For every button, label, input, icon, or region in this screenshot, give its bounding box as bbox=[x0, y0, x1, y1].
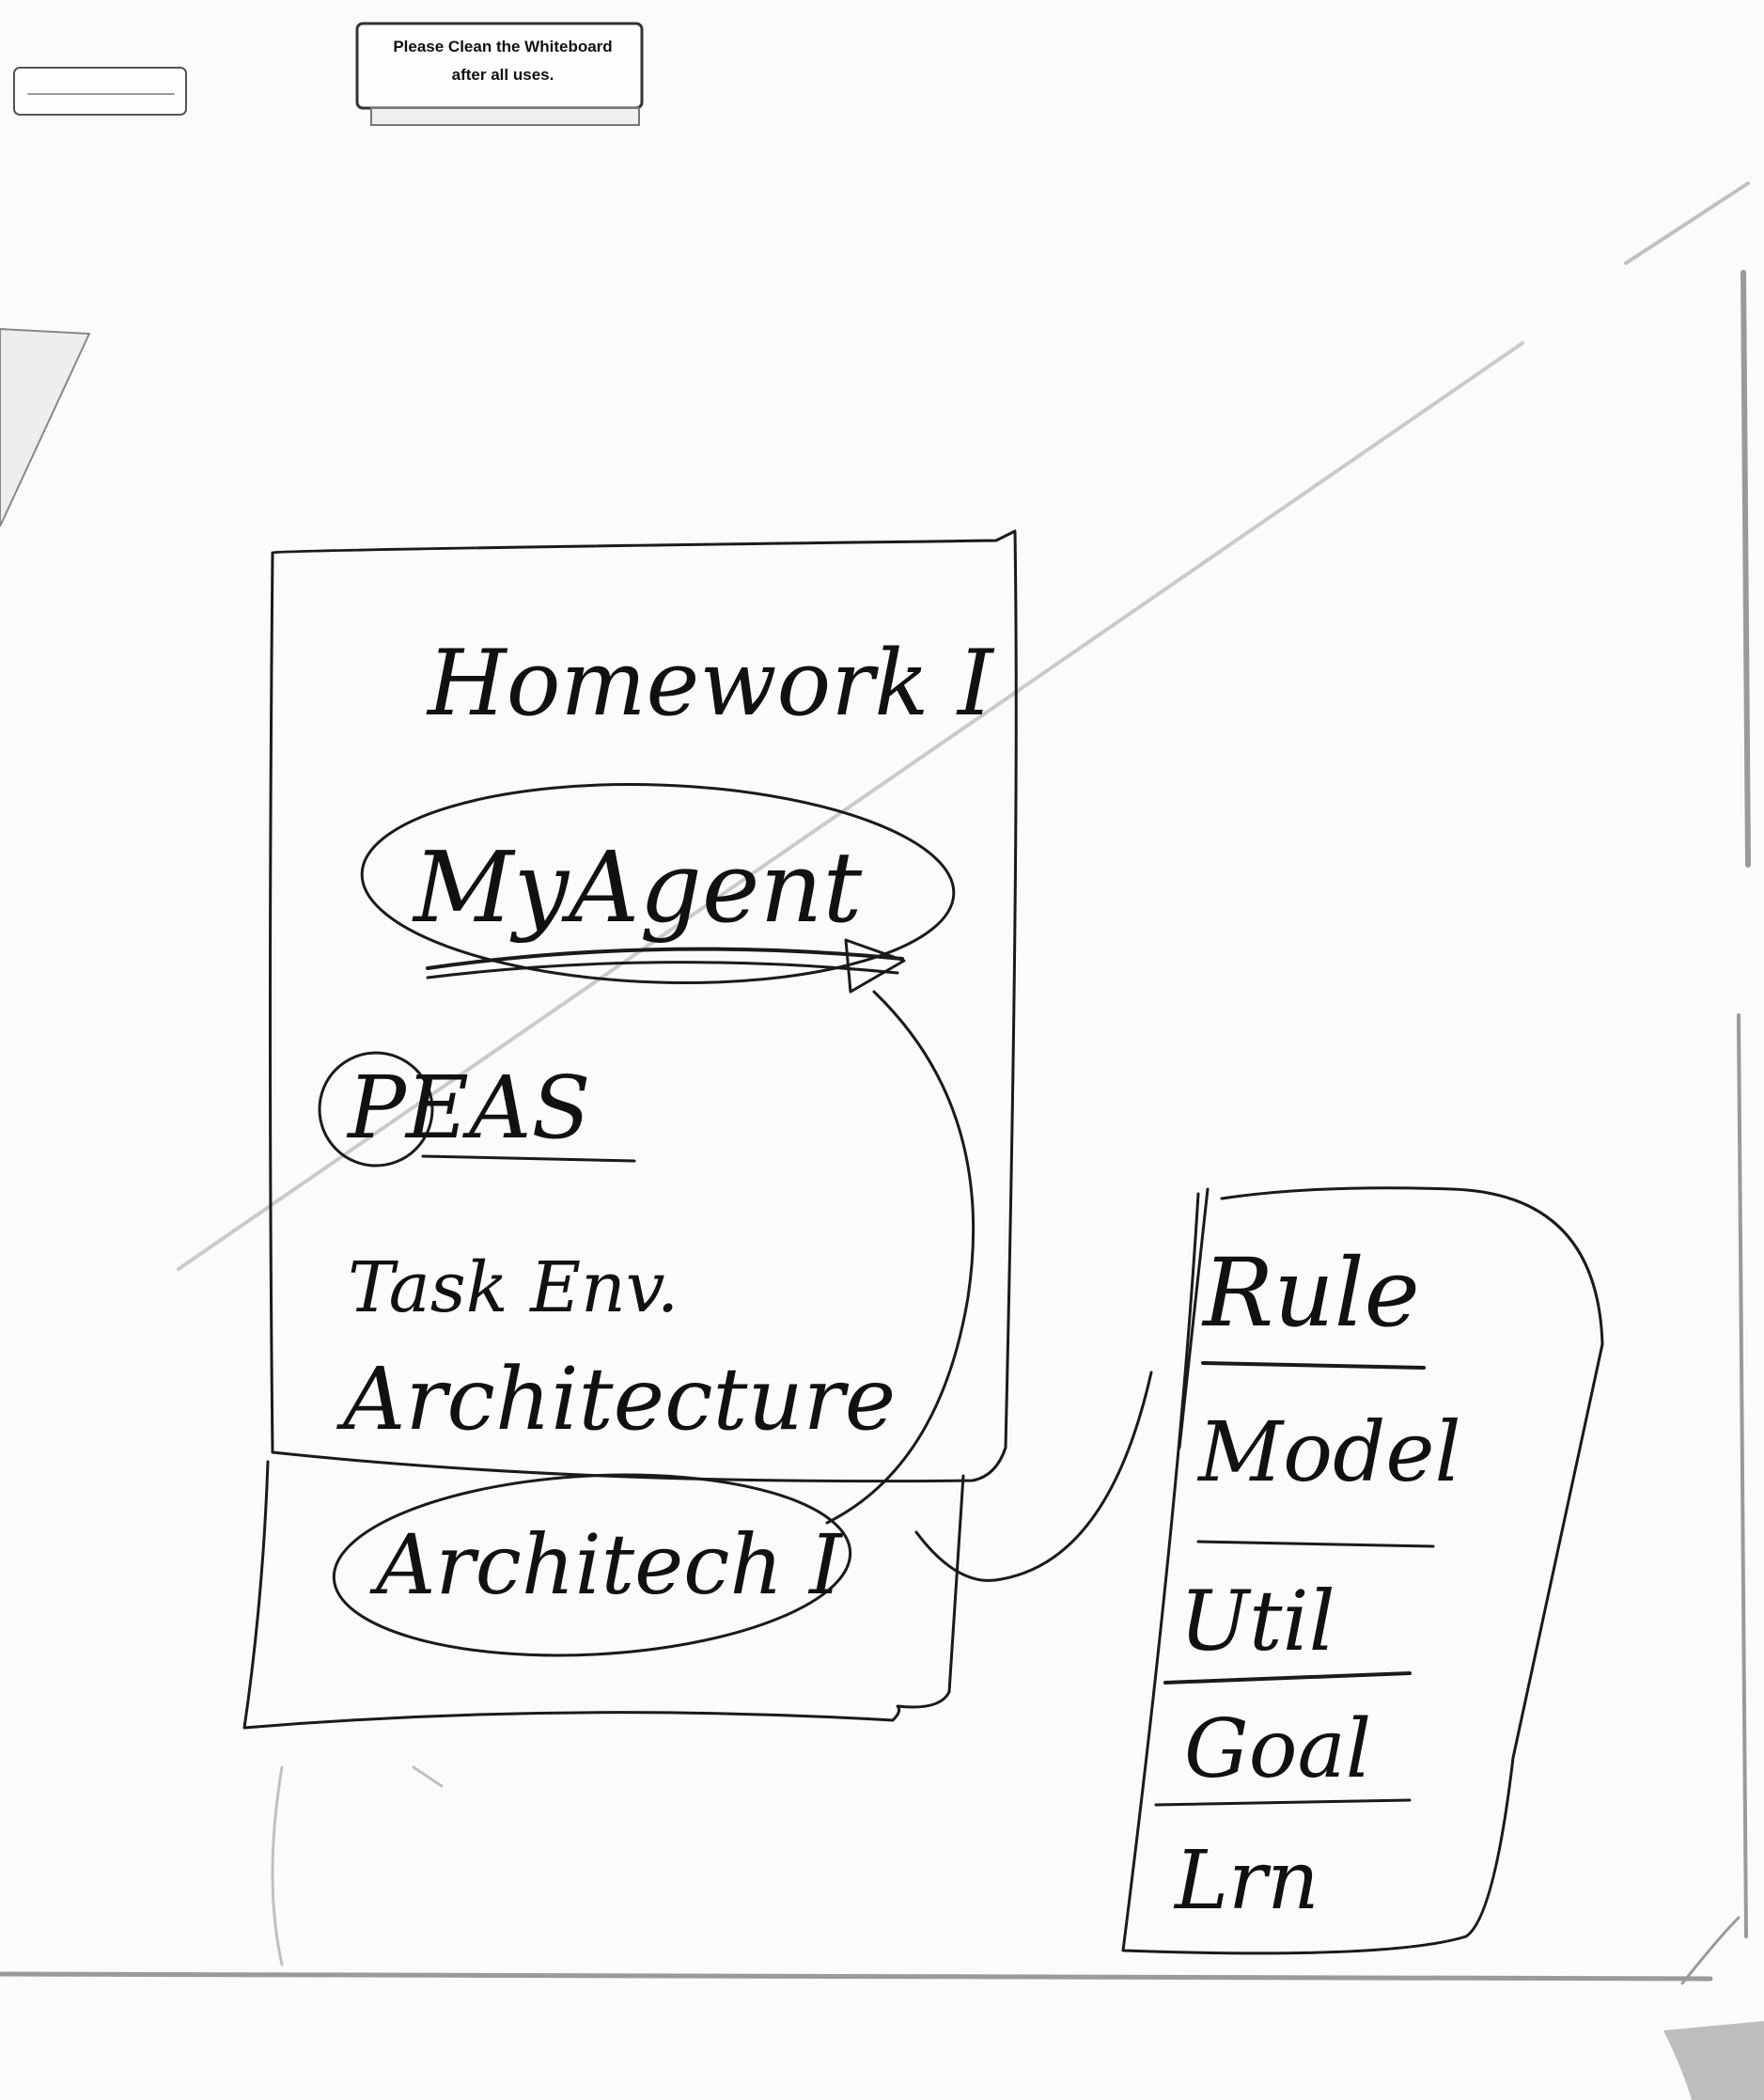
architecture-box bbox=[242, 1460, 965, 1730]
architech-label: Architech I bbox=[369, 1516, 844, 1613]
board-bottom-edge bbox=[0, 1971, 1713, 1982]
clean-whiteboard-sign: Please Clean the Whiteboard after all us… bbox=[355, 22, 644, 126]
agent-type-model: Model bbox=[1196, 1403, 1461, 1500]
link-curve bbox=[825, 990, 976, 1525]
board-right-edge-lower bbox=[1737, 1013, 1748, 1938]
myagent-underline-2 bbox=[426, 961, 899, 979]
glare-streak bbox=[177, 341, 1524, 1271]
glare-streak-top bbox=[1624, 181, 1750, 265]
agent-type-goal: Goal bbox=[1184, 1702, 1371, 1796]
myagent-underline bbox=[426, 947, 904, 970]
architech-ellipse bbox=[332, 1473, 852, 1657]
agent-type-rule: Rule bbox=[1201, 1238, 1420, 1348]
peas-circle bbox=[318, 1051, 434, 1168]
sign-line-1: Please Clean the Whiteboard bbox=[393, 38, 612, 55]
agent-type-util: Util bbox=[1179, 1573, 1335, 1669]
peas-label: PEAS bbox=[346, 1058, 591, 1158]
shadow-corner bbox=[1663, 2021, 1764, 2100]
erased-mark bbox=[271, 1765, 284, 1967]
arrow-head-icon bbox=[844, 938, 906, 994]
agent-type-lrn: Lrn bbox=[1173, 1834, 1319, 1928]
erased-mark-2 bbox=[412, 1765, 444, 1788]
model-underline bbox=[1196, 1540, 1435, 1548]
board-corner bbox=[1680, 1916, 1741, 1985]
architecture-label: Architecture bbox=[336, 1349, 896, 1450]
architech-connector bbox=[914, 1371, 1153, 1582]
rule-underline bbox=[1201, 1361, 1426, 1370]
homework-box bbox=[269, 529, 1018, 1483]
agent-types-divider bbox=[1178, 1187, 1210, 1450]
myagent-label: MyAgent bbox=[412, 830, 862, 945]
peas-underline bbox=[421, 1154, 636, 1163]
task-env-label: Task Env. bbox=[348, 1247, 679, 1328]
board-right-edge bbox=[1741, 270, 1751, 868]
homework-title: Homework I bbox=[426, 631, 995, 736]
agent-types-box bbox=[1121, 1186, 1604, 1955]
small-tag-sign bbox=[13, 67, 187, 116]
goal-underline bbox=[1154, 1798, 1412, 1807]
myagent-ellipse bbox=[360, 782, 956, 985]
sign-line-2: after all uses. bbox=[452, 66, 554, 84]
util-underline bbox=[1163, 1671, 1412, 1685]
left-board-edge bbox=[0, 327, 91, 527]
